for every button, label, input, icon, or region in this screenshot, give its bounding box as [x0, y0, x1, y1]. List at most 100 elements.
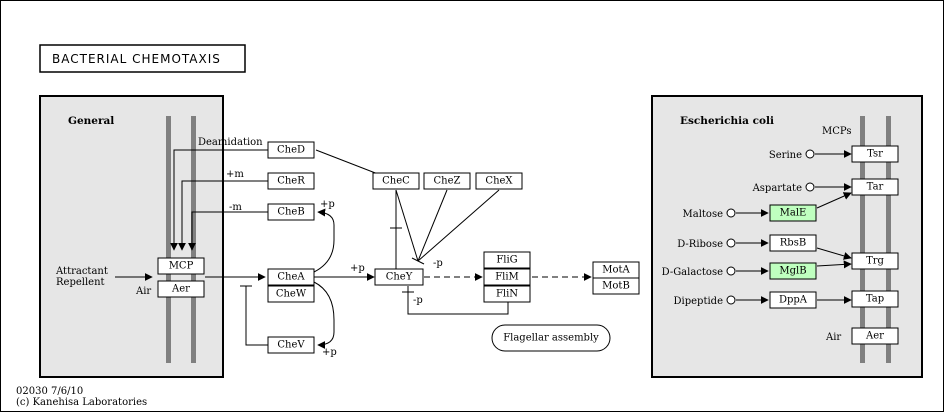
ligand-label-dipeptide: Dipeptide [674, 296, 724, 307]
svg-text:FliG: FliG [496, 255, 517, 266]
gene-flin[interactable]: FliN [483, 285, 531, 303]
svg-text:CheV: CheV [277, 340, 305, 351]
label-plus-m: +m [226, 169, 244, 180]
compound-d-galactose[interactable] [726, 266, 736, 276]
svg-text:CheA: CheA [277, 272, 305, 283]
ligand-label-serine: Serine [769, 150, 802, 161]
label-deamidation: Deamidation [198, 137, 263, 148]
label-minus-p: -p [433, 258, 443, 269]
gene-tap[interactable]: Tap [851, 290, 899, 308]
ligand-label-d-galactose: D-Galactose [662, 267, 723, 278]
footer-map-id: 02030 7/6/10 [16, 386, 83, 397]
gene-mglb[interactable]: MglB [769, 262, 817, 280]
label-minus-p: -p [413, 295, 423, 306]
label-attractant: Attractant [55, 266, 108, 277]
label-plus-p: +p [320, 199, 335, 210]
membrane-line [886, 116, 891, 363]
gene-chex[interactable]: CheX [475, 172, 523, 190]
svg-text:MotA: MotA [602, 265, 630, 276]
svg-text:FliM: FliM [495, 272, 519, 283]
svg-text:MotB: MotB [602, 281, 630, 292]
gene-dppa[interactable]: DppA [769, 291, 817, 309]
gene-chew[interactable]: CheW [267, 285, 315, 303]
compound-dipeptide[interactable] [726, 295, 736, 305]
svg-text:FliN: FliN [496, 289, 518, 300]
gene-rbsb[interactable]: RbsB [769, 234, 817, 252]
compound-serine[interactable] [805, 149, 815, 159]
membrane-line [860, 116, 865, 363]
svg-text:CheC: CheC [382, 176, 410, 187]
general-panel-title: General [68, 115, 114, 127]
label-plus-p: +p [322, 347, 337, 358]
gene-mcp[interactable]: MCP [157, 257, 205, 275]
gene-tsr[interactable]: Tsr [851, 145, 899, 163]
compound-maltose[interactable] [726, 208, 736, 218]
label-air: Air [135, 286, 151, 297]
label-mcps: MCPs [822, 126, 851, 137]
svg-text:CheZ: CheZ [434, 176, 461, 187]
edge-chex-chey [417, 189, 500, 262]
map-link-flagellar-assembly[interactable]: Flagellar assembly [491, 324, 611, 352]
svg-text:MglB: MglB [779, 266, 806, 277]
gene-chev[interactable]: CheV [267, 336, 315, 354]
svg-text:Aer: Aer [171, 284, 190, 295]
label-air: Air [825, 332, 841, 343]
gene-chey[interactable]: CheY [374, 268, 424, 286]
gene-aer-general[interactable]: Aer [157, 280, 205, 298]
ligand-label-maltose: Maltose [683, 209, 724, 220]
membrane-line [166, 116, 171, 363]
edge-mglb-trg [816, 260, 852, 269]
gene-chez[interactable]: CheZ [423, 172, 471, 190]
edge-male-tar [816, 192, 852, 209]
svg-text:Aer: Aer [865, 331, 884, 342]
gene-ched[interactable]: CheD [267, 141, 315, 159]
gene-mota[interactable]: MotA [592, 261, 640, 279]
edge-deamidation [170, 149, 268, 251]
svg-text:Tar: Tar [867, 182, 884, 193]
ecoli-panel-title: Escherichia coli [680, 115, 774, 127]
gene-flim[interactable]: FliM [483, 268, 531, 286]
compound-d-ribose[interactable] [726, 238, 736, 248]
svg-text:CheX: CheX [485, 176, 513, 187]
svg-text:Trg: Trg [866, 256, 884, 267]
gene-male[interactable]: MalE [769, 204, 817, 222]
svg-text:Tap: Tap [866, 294, 884, 305]
gene-trg[interactable]: Trg [851, 252, 899, 270]
footer-copyright: (c) Kanehisa Laboratories [16, 397, 147, 408]
gene-chea[interactable]: CheA [267, 268, 315, 286]
title-box [39, 44, 246, 73]
edge-chec-chey-diag [395, 189, 419, 262]
edge-chea-chev [313, 281, 335, 349]
edge-chez-chey [417, 189, 448, 262]
svg-text:CheW: CheW [276, 289, 307, 300]
edge-chew-chev [245, 286, 268, 346]
svg-text:CheD: CheD [277, 145, 305, 156]
gene-cher[interactable]: CheR [267, 172, 315, 190]
svg-text:CheR: CheR [277, 176, 305, 187]
svg-text:Flagellar assembly: Flagellar assembly [503, 333, 599, 344]
gene-chec[interactable]: CheC [372, 172, 420, 190]
gene-aer-ecoli[interactable]: Aer [851, 327, 899, 345]
ligand-label-aspartate: Aspartate [752, 183, 802, 194]
compound-aspartate[interactable] [805, 182, 815, 192]
gene-flig[interactable]: FliG [483, 251, 531, 269]
gene-motb[interactable]: MotB [592, 277, 640, 295]
edge-demethylation [188, 211, 268, 251]
svg-text:Tsr: Tsr [867, 149, 883, 160]
membrane-line [191, 116, 196, 363]
label-plus-p: +p [350, 263, 365, 274]
edge-flin-chey [407, 286, 509, 315]
label-minus-m: -m [229, 202, 242, 213]
ligand-label-d-ribose: D-Ribose [677, 239, 723, 250]
edge-inhibit-mark [411, 257, 425, 265]
edge-rbsb-trg [816, 247, 852, 260]
gene-cheb[interactable]: CheB [267, 203, 315, 221]
svg-text:MalE: MalE [780, 208, 807, 219]
page-title: BACTERIAL CHEMOTAXIS [52, 52, 221, 66]
svg-text:RbsB: RbsB [780, 238, 806, 249]
edge-methylation [178, 180, 268, 251]
gene-tar[interactable]: Tar [851, 178, 899, 196]
svg-text:MCP: MCP [169, 261, 194, 272]
svg-text:CheY: CheY [386, 272, 413, 283]
